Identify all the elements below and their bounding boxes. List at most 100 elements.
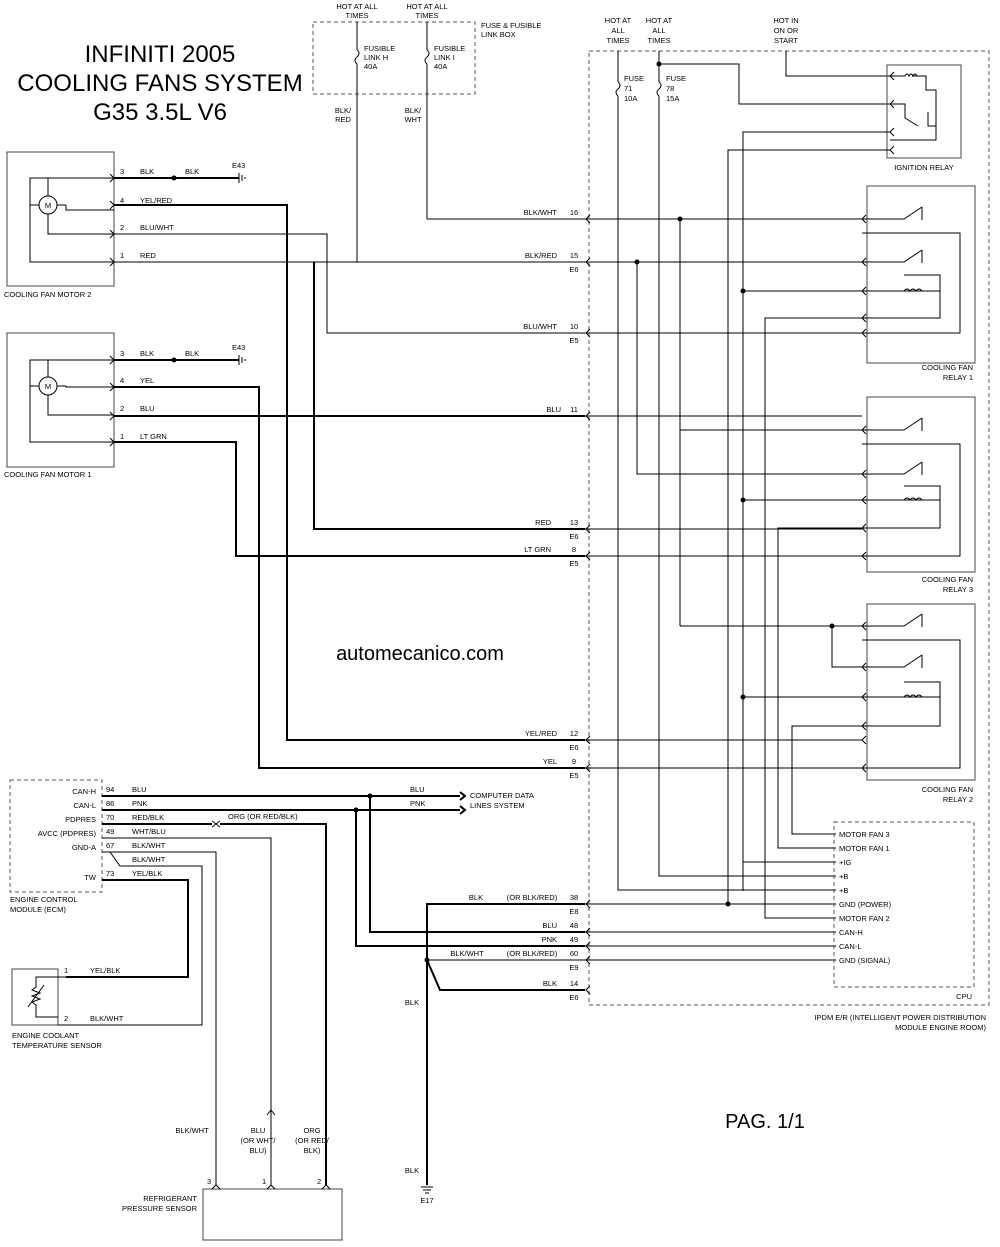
- relay-connector-chevrons: [861, 214, 867, 773]
- wire-gnd-38: [426, 903, 585, 1185]
- ground-e17-wiring: BLK BLK E17: [405, 903, 585, 1205]
- ipdm-hot2-line3: TIMES: [648, 36, 671, 45]
- data-lines-label-1: COMPUTER DATA: [470, 791, 534, 800]
- relay-3-box: [866, 396, 976, 573]
- ecm-row-2-wire: RED/BLK: [132, 813, 164, 822]
- cpu-outline: [833, 821, 975, 988]
- pin-38-alt: (OR BLK/RED): [507, 893, 558, 902]
- pressure-wire-1-b: (OR WHT/: [241, 1136, 277, 1145]
- pin-14: 14: [570, 979, 578, 988]
- relay-2-label-1: COOLING FAN: [922, 785, 973, 794]
- relay-2-label-2: RELAY 2: [943, 795, 973, 804]
- wire-label-blk-red-2: RED: [335, 115, 351, 124]
- fuse-71-symbol: [615, 81, 621, 97]
- ipdm-er: HOT AT ALL TIMES HOT AT ALL TIMES HOT IN…: [588, 16, 990, 1032]
- coolant-wire-1: YEL/BLK: [90, 966, 120, 975]
- splice-743-c: [740, 694, 746, 700]
- pin-11-wire: BLU: [546, 405, 561, 414]
- pressure-pin-1: 1: [262, 1177, 266, 1186]
- int-coil-feed: [743, 290, 862, 698]
- motor-1-ground: E43: [232, 343, 245, 352]
- motor-2-pin-2: 2: [120, 223, 124, 232]
- pin-38: 38: [570, 893, 578, 902]
- ecm-wiring: BLU PNK COMPUTER DATA LINES SYSTEM: [66, 785, 585, 1185]
- motor-wiring: [114, 204, 585, 769]
- fusible-link-i-line2: LINK I: [434, 53, 455, 62]
- data-blu-label: BLU: [410, 785, 425, 794]
- ground-e43-symbol-2: [238, 355, 246, 365]
- fusible-link-h-symbol: [354, 49, 360, 65]
- ecm-outline: [9, 779, 103, 893]
- wire-fuse-71: [617, 51, 836, 891]
- diagram-title: INFINITI 2005 COOLING FANS SYSTEM G35 3.…: [17, 41, 302, 126]
- int-wire-motor-fan-3: [791, 725, 862, 835]
- motor-2-pin-4: 4: [120, 196, 124, 205]
- wire-gnd-a: [102, 851, 217, 1185]
- data-lines-label-2: LINES SYSTEM: [470, 801, 525, 810]
- fuse-78-line3: 15A: [666, 94, 679, 103]
- motor-1-wire-4: YEL: [140, 376, 154, 385]
- cooling-fan-relay-1: COOLING FAN RELAY 1: [862, 185, 976, 382]
- motor-1-wire-1: LT GRN: [140, 432, 167, 441]
- pin-13-wire: RED: [535, 518, 551, 527]
- cpu-label: CPU: [956, 992, 972, 1001]
- fuse-78-line2: 78: [666, 84, 674, 93]
- pin-13-conn: E6: [569, 532, 578, 541]
- pin-15: 15: [570, 251, 578, 260]
- cooling-fan-motor-1: M 3 BLK 4 YEL 2 BLU 1 LT GRN BLK E43 COO…: [4, 332, 246, 479]
- pin-11: 11: [570, 405, 578, 414]
- fuse-71-line2: 71: [624, 84, 632, 93]
- ground-e17-symbol: [421, 1186, 433, 1194]
- int-wire-motor-fan-2: [764, 317, 862, 919]
- ipdm-hot3-line3: START: [774, 36, 798, 45]
- fuse-71-line3: 10A: [624, 94, 637, 103]
- motor-connector-chevrons: [109, 173, 115, 447]
- splice-680: [677, 216, 683, 222]
- ecm-row-0-pin: 94: [106, 785, 114, 794]
- ecm-row-3-wire: WHT/BLU: [132, 827, 166, 836]
- fuse-box-hot2-line2: TIMES: [416, 11, 439, 20]
- pressure-wire-3: BLK/WHT: [175, 1126, 209, 1135]
- fuse-box-hot2-line1: HOT AT ALL: [406, 2, 447, 11]
- wire-fuse-78-relay: [659, 63, 890, 105]
- ipdm-hot1-line1: HOT AT: [605, 16, 632, 25]
- ipdm-internal-wiring: [585, 216, 862, 961]
- int-wire-cpu-signals: [585, 903, 836, 961]
- ignition-relay: IGNITION RELAY: [727, 64, 962, 905]
- motor-1-wire-2: BLU: [140, 404, 155, 413]
- ecm-row-0-name: CAN-H: [72, 787, 96, 796]
- fusible-link-i-line3: 40A: [434, 62, 447, 71]
- wire-label-blk-red-1: BLK/: [335, 106, 352, 115]
- wire-yel-red: [114, 204, 585, 741]
- fusible-link-h-line2: LINK H: [364, 53, 388, 62]
- ecm-row-1-name: CAN-L: [73, 801, 96, 810]
- ipdm-hot1-line3: TIMES: [607, 36, 630, 45]
- ecm: CAN-H CAN-L PDPRES AVCC (PDPRES) GND-A T…: [9, 779, 298, 914]
- wire-gnd-14: [426, 959, 585, 991]
- wire-pdpres: [102, 823, 327, 1185]
- ipdm-connector-chevrons: [585, 214, 591, 995]
- coolant-label-1: ENGINE COOLANT: [12, 1031, 80, 1040]
- cpu-row-1: MOTOR FAN 1: [839, 844, 890, 853]
- title-line-1: INFINITI 2005: [85, 41, 236, 68]
- fuse-71-line1: FUSE: [624, 74, 644, 83]
- wire-yel: [114, 386, 585, 769]
- cpu-row-7: CAN-H: [839, 928, 863, 937]
- coolant-pin-1: 1: [64, 966, 68, 975]
- pin-8: 8: [572, 545, 576, 554]
- wire-gnd-a-sensor: [66, 851, 203, 1026]
- relay-2-box: [866, 603, 976, 781]
- fusible-link-h-line3: 40A: [364, 62, 377, 71]
- cooling-fan-relay-3: COOLING FAN RELAY 3: [862, 396, 976, 594]
- ipdm-outline: [588, 50, 990, 1006]
- pressure-wire-1-c: BLU): [249, 1146, 267, 1155]
- cpu: MOTOR FAN 3 MOTOR FAN 1 +IG +B +B GND (P…: [833, 821, 975, 1001]
- ignition-relay-coil: [904, 73, 918, 78]
- wire-ignition-relay-out: [742, 131, 890, 891]
- pdpres-connector: [211, 820, 221, 828]
- ecm-row-1-pin: 86: [106, 799, 114, 808]
- fuse-box-outline: [312, 21, 476, 95]
- relay-3-label-1: COOLING FAN: [922, 575, 973, 584]
- pressure-pin-3: 3: [207, 1177, 211, 1186]
